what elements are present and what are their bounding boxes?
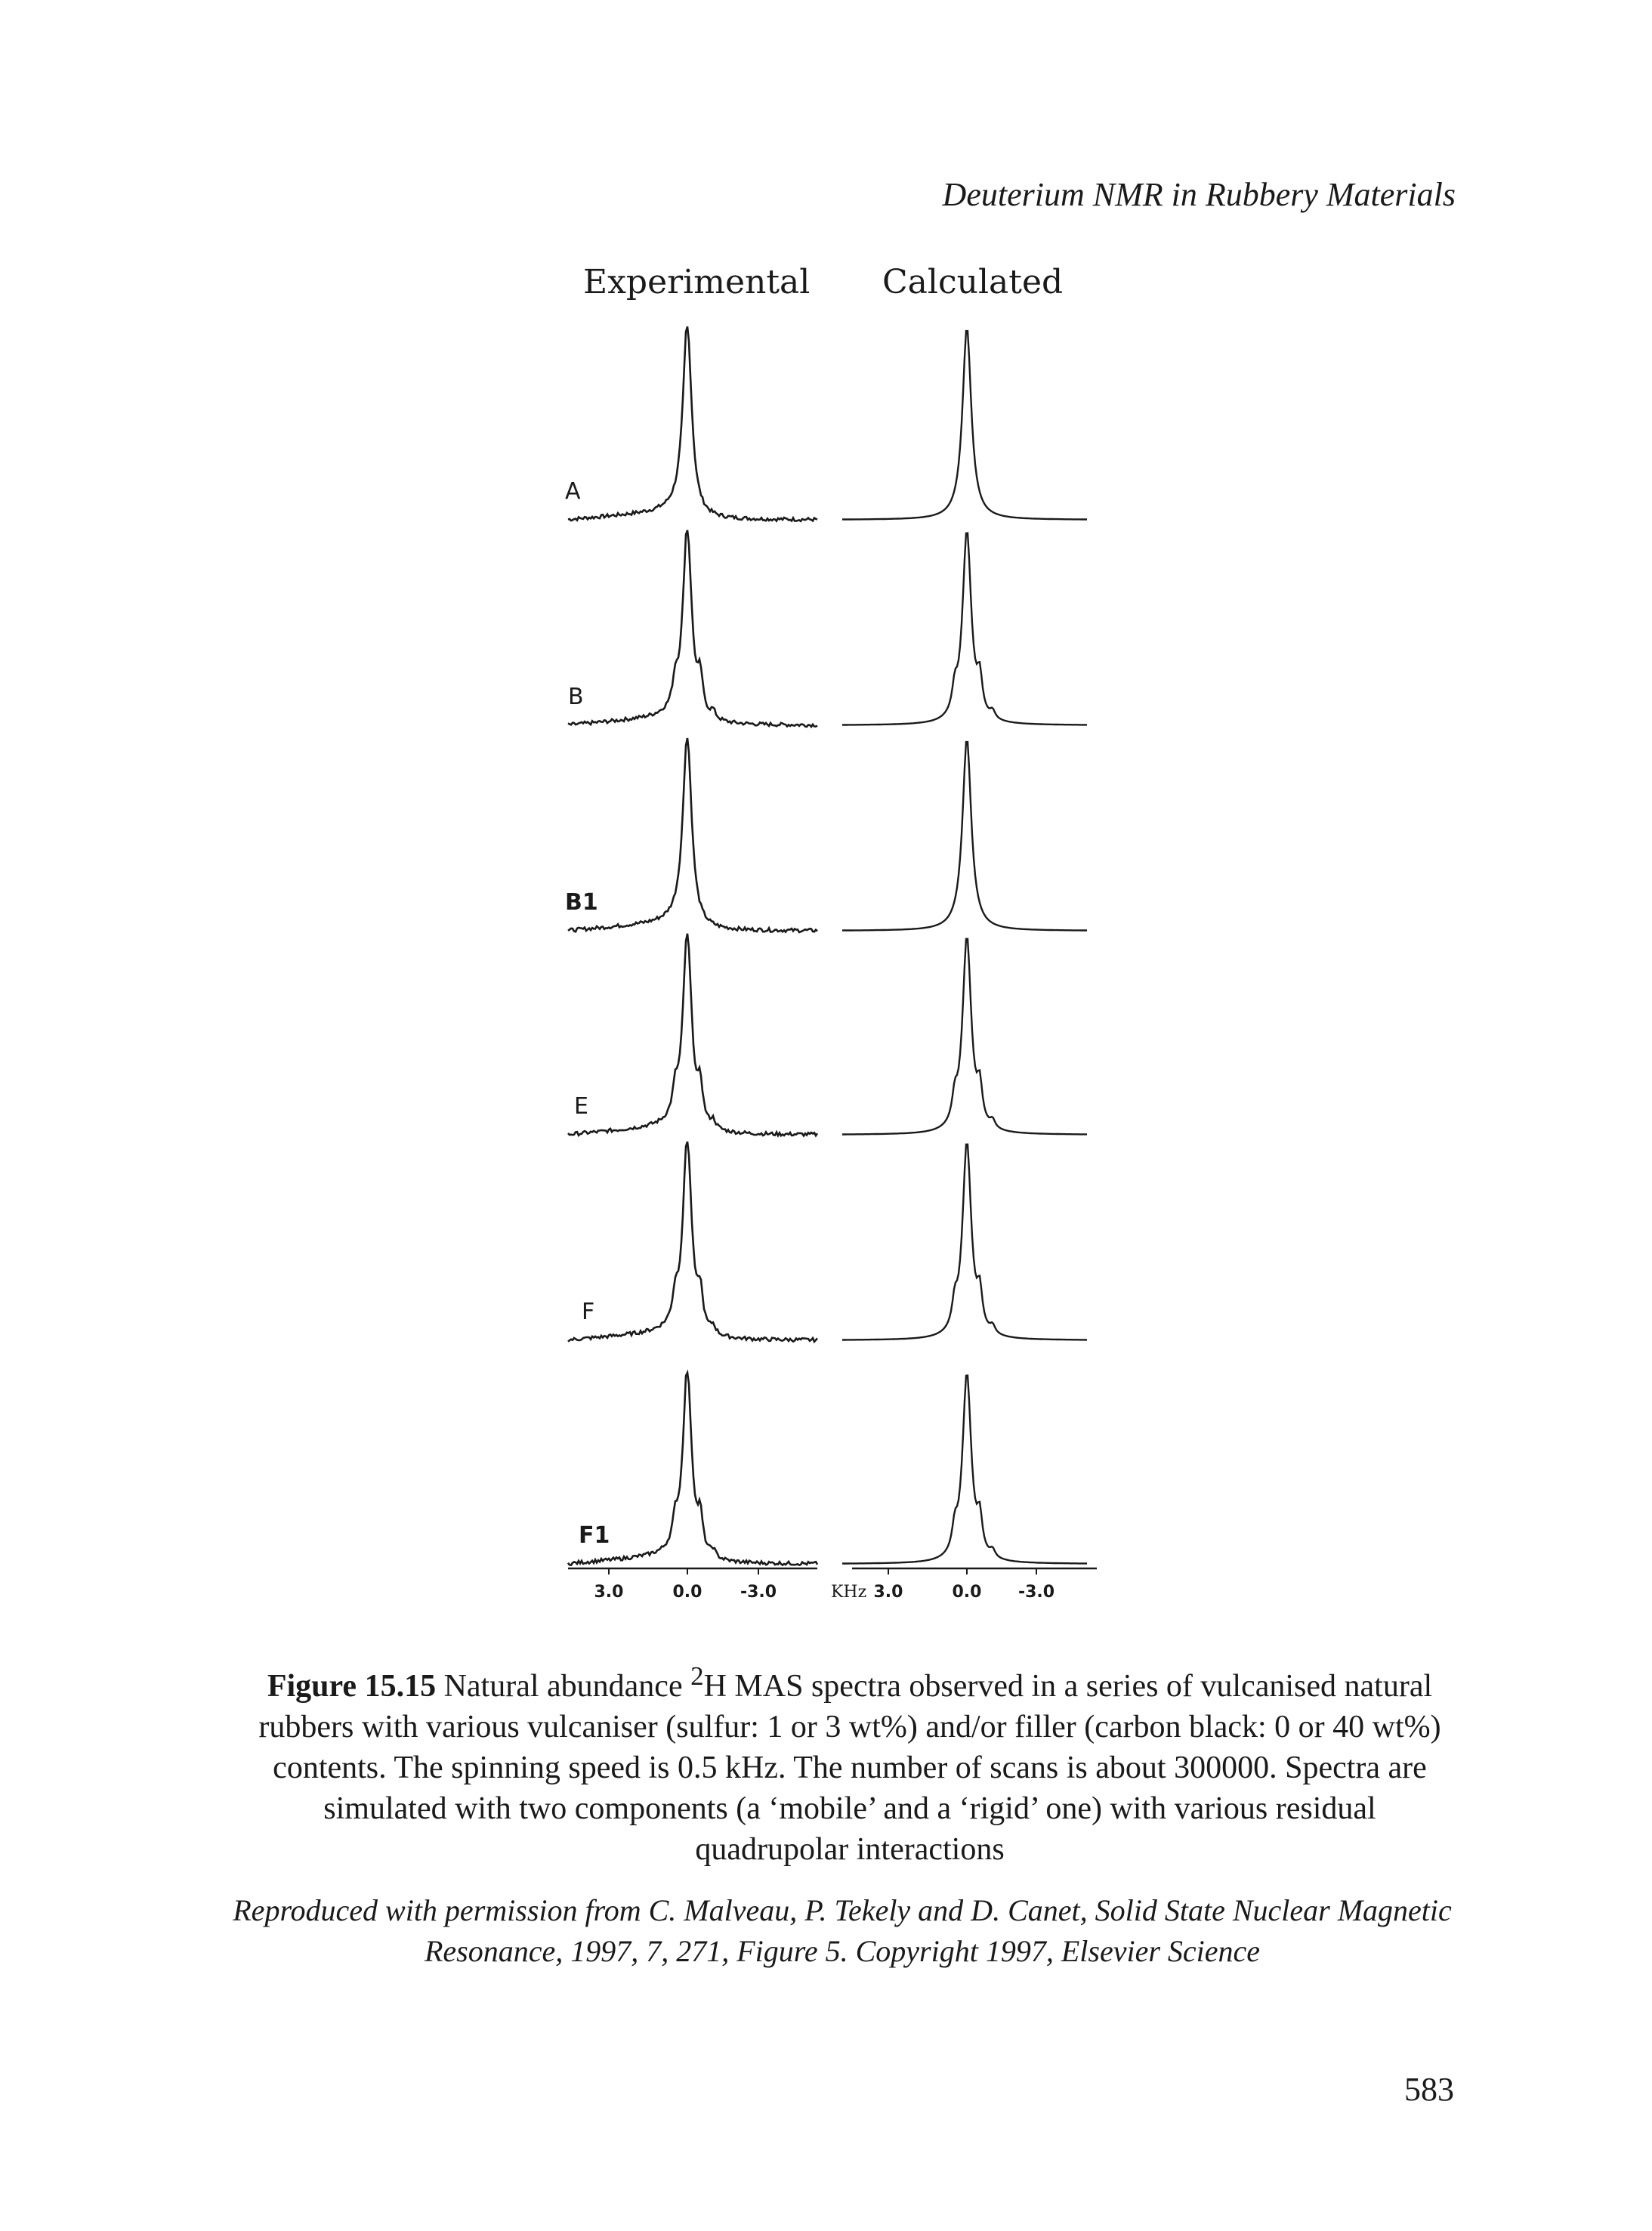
spectrum-a-experimental — [567, 326, 818, 523]
sample-label: F1 — [579, 1522, 610, 1549]
caption-superscript: 2 — [690, 1661, 704, 1691]
running-title: Deuterium NMR in Rubbery Materials — [942, 176, 1456, 213]
spectrum-f1-calculated — [842, 1374, 1088, 1565]
sample-label: E — [574, 1093, 588, 1120]
x-tick-label: -3.0 — [1018, 1583, 1055, 1602]
spectrum-e-experimental — [567, 933, 819, 1139]
column-title-experimental: Experimental — [583, 263, 811, 301]
spectrum-e-calculated — [842, 938, 1087, 1136]
x-tick-label: 3.0 — [874, 1583, 903, 1602]
figure-caption: Figure 15.15 Natural abundance 2H MAS sp… — [245, 1656, 1454, 1870]
spectrum-f1-experimental — [567, 1369, 819, 1567]
x-axis-unit: KHz — [831, 1583, 866, 1602]
x-tick-label: 3.0 — [594, 1583, 624, 1602]
x-tick-label: 0.0 — [953, 1583, 982, 1602]
spectrum-b1-calculated — [842, 740, 1087, 932]
spectrum-b-calculated — [842, 532, 1087, 726]
x-tick-label: 0.0 — [673, 1583, 702, 1602]
sample-label: F — [582, 1299, 594, 1325]
page-number: 583 — [1404, 2071, 1454, 2108]
figure-label: Figure 15.15 — [267, 1669, 437, 1704]
caption-text-a: Natural abundance — [436, 1669, 691, 1704]
sample-label: B1 — [565, 889, 598, 916]
sample-label: B — [568, 684, 584, 710]
spectrum-b-experimental — [567, 530, 818, 729]
spectrum-b1-experimental — [567, 737, 818, 934]
x-tick-label: -3.0 — [740, 1583, 777, 1602]
spectrum-f-calculated — [842, 1143, 1087, 1341]
spectrum-f-experimental — [567, 1141, 818, 1344]
reproduction-credit: Reproduced with permission from C. Malve… — [233, 1893, 1452, 1968]
sample-label: A — [565, 478, 581, 505]
column-title-calculated: Calculated — [882, 263, 1064, 301]
spectrum-a-calculated — [842, 329, 1087, 521]
caption-text-b: H MAS spectra observed in a series of vu… — [258, 1669, 1441, 1867]
